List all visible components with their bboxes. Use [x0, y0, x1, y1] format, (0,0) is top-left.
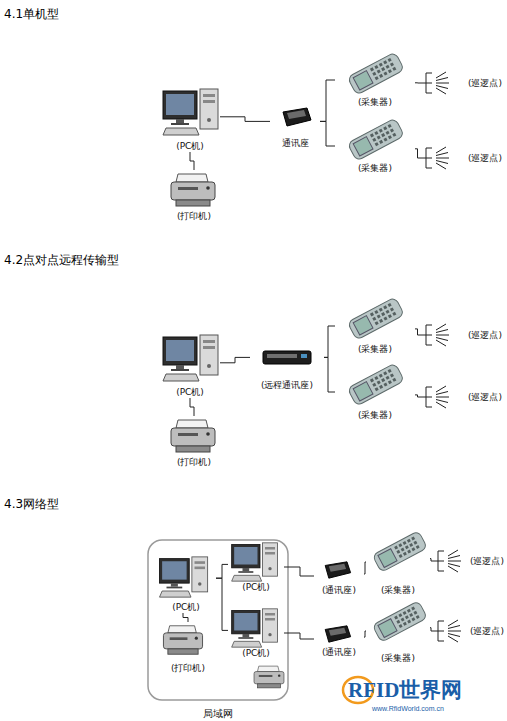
node-label: 通讯座	[282, 138, 309, 149]
node-label: (巡逻点)	[468, 78, 502, 89]
node-label: (巡逻点)	[468, 330, 502, 341]
printer-node: (打印机)	[165, 416, 223, 468]
connector-line	[216, 578, 228, 630]
collector-node: (采集器)	[335, 363, 415, 421]
dock-node: (通讯座)	[314, 556, 364, 596]
node-label: (通讯座)	[322, 647, 356, 658]
section-heading: 4.2点对点远程传输型	[4, 252, 119, 269]
pc-node: (PC机)	[156, 555, 216, 613]
collector-node: (采集器)	[335, 297, 415, 355]
connector-line	[190, 152, 194, 170]
node-label: (巡逻点)	[470, 626, 504, 637]
watermark-url: www.RfidWorld.com.cn	[372, 705, 444, 712]
node-label: (巡逻点)	[470, 556, 504, 567]
connector-line	[415, 329, 420, 335]
section-heading: 4.1单机型	[4, 6, 59, 23]
node-label: (打印机)	[177, 211, 211, 222]
connector-line	[284, 633, 314, 639]
connector-line	[415, 149, 420, 158]
node-label: (PC机)	[176, 387, 204, 398]
connector-line	[320, 121, 335, 146]
node-label: (采集器)	[358, 97, 392, 108]
dock-node: 通讯座	[270, 103, 320, 149]
node-label: (采集器)	[358, 344, 392, 355]
patrol-point-node: (巡逻点)	[432, 546, 504, 576]
connector-line	[183, 613, 188, 622]
node-label: (打印机)	[177, 457, 211, 468]
connector-line	[415, 82, 420, 83]
connector-line	[324, 326, 335, 357]
connector-line	[415, 395, 420, 397]
collector-node: (采集器)	[335, 52, 415, 108]
connector-line	[190, 398, 194, 416]
connector-line	[430, 559, 432, 561]
pc-node: (PC机)	[228, 607, 284, 659]
connector-line	[430, 628, 432, 631]
printer-node: (打印机)	[156, 622, 220, 674]
node-label: (打印机)	[171, 663, 205, 674]
node-label: (采集器)	[358, 410, 392, 421]
node-label: (PC机)	[242, 648, 270, 659]
connector-line	[364, 562, 366, 574]
patrol-point-node: (巡逻点)	[432, 616, 504, 646]
node-label: (采集器)	[381, 585, 415, 596]
connector-line	[220, 357, 250, 362]
collector-node: (采集器)	[335, 118, 415, 174]
connector-line	[284, 567, 314, 576]
connector-line	[364, 631, 366, 637]
remote-dock-node: (远程通讯座)	[250, 343, 324, 391]
dock-node: (通讯座)	[314, 620, 364, 658]
patrol-point-node: (巡逻点)	[420, 143, 502, 173]
printer-node: (打印机)	[165, 170, 223, 222]
connector-line	[220, 117, 270, 122]
connector-line	[216, 564, 228, 578]
collector-node: (采集器)	[366, 598, 430, 664]
pc-node: (PC机)	[160, 88, 220, 152]
node-label: 局域网	[203, 707, 233, 720]
node-label: (PC机)	[242, 582, 270, 593]
node-label: (采集器)	[358, 163, 392, 174]
connector-line	[320, 80, 335, 121]
node-label: (巡逻点)	[468, 392, 502, 403]
node-label: (通讯座)	[322, 585, 356, 596]
node-label: (采集器)	[381, 653, 415, 664]
node-label: (PC机)	[176, 141, 204, 152]
patrol-point-node: (巡逻点)	[420, 68, 502, 98]
node-label: (PC机)	[172, 602, 200, 613]
connector-line	[324, 357, 335, 392]
collector-node: (采集器)	[366, 528, 430, 596]
section-heading: 4.3网络型	[4, 496, 59, 513]
node-label: (巡逻点)	[468, 153, 502, 164]
pc-node: (PC机)	[228, 541, 284, 593]
watermark: RFID世界网	[348, 676, 462, 704]
lan-group: 局域网 (PC机) (打印机) (PC机) (PC机)	[148, 538, 288, 720]
patrol-point-node: (巡逻点)	[420, 382, 502, 412]
patrol-point-node: (巡逻点)	[420, 320, 502, 350]
pc-node: (PC机)	[160, 334, 220, 398]
node-label: (远程通讯座)	[261, 380, 313, 391]
